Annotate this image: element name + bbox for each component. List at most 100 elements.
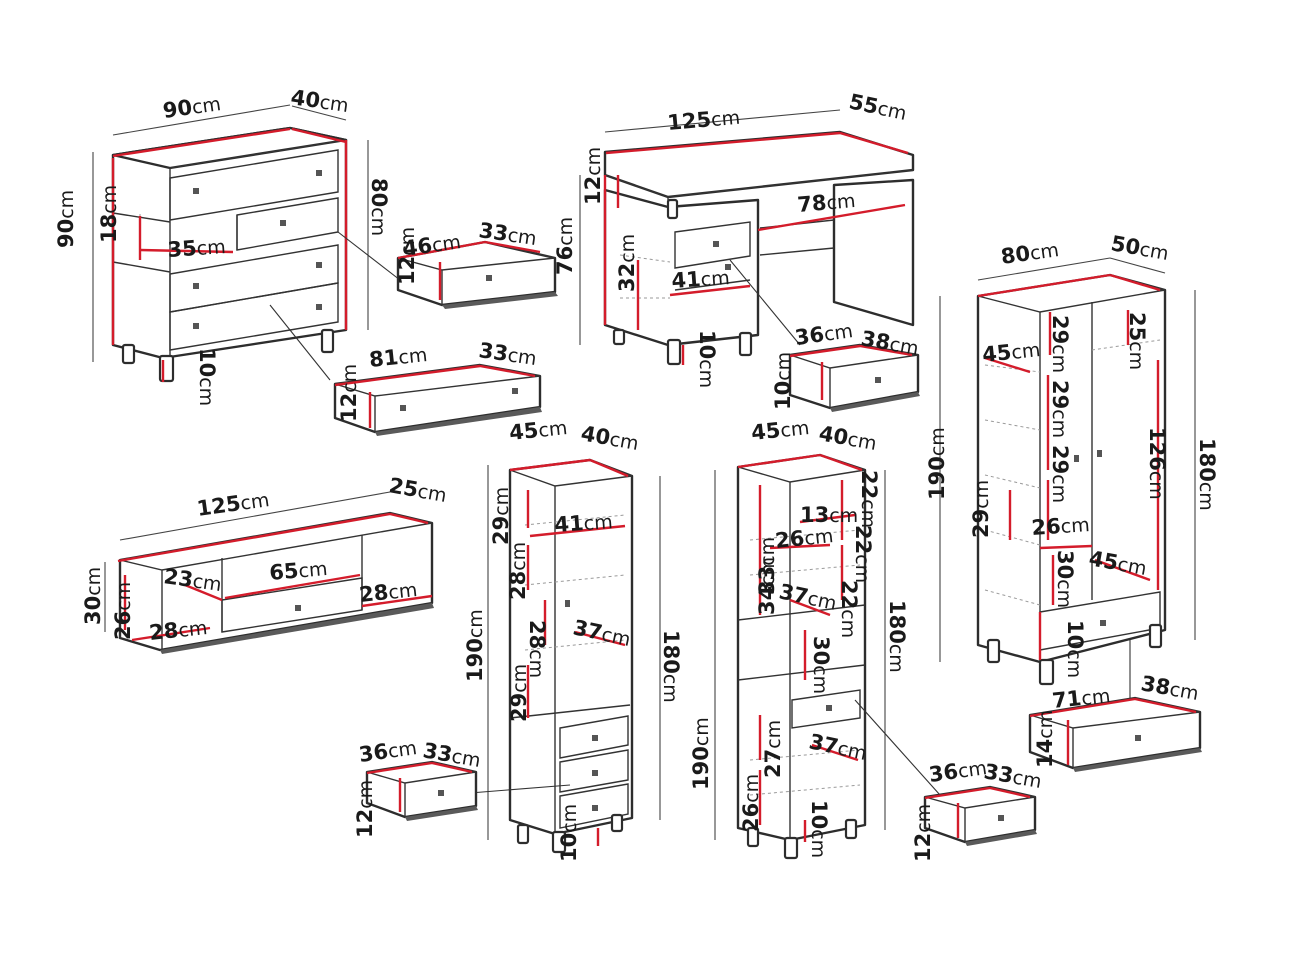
dimension-unit: cm <box>608 428 640 455</box>
dimension-label: 71cm <box>1051 683 1111 713</box>
chest-of-drawers <box>92 104 401 383</box>
dimension-value: 22 <box>857 470 881 499</box>
dimension-label: 12cm <box>337 364 361 422</box>
dimension-label: 190cm <box>689 717 713 790</box>
dimension-unit: cm <box>779 417 810 442</box>
dimension-unit: cm <box>465 609 487 638</box>
dimension-unit: cm <box>1145 471 1167 500</box>
dimension-label: 40cm <box>817 421 878 455</box>
dimension-value: 10 <box>557 833 581 862</box>
dimension-label: 36cm <box>927 755 988 787</box>
dimension-value: 126 <box>1145 427 1169 471</box>
dimension-value: 22 <box>851 525 875 554</box>
dimension-unit: cm <box>506 344 538 370</box>
dimension-value: 28 <box>148 618 180 645</box>
dimension-label: 12cm <box>911 804 935 862</box>
dimension-label: 12cm <box>581 147 605 205</box>
dimension-unit: cm <box>757 537 779 566</box>
dimension-label: 25cm <box>387 473 448 507</box>
dimension-value: 26 <box>111 611 135 640</box>
dimension-value: 180 <box>885 600 909 644</box>
dimension-unit: cm <box>1010 339 1041 364</box>
dimension-label: 10cm <box>807 800 831 858</box>
dimension-label: 36cm <box>793 318 854 350</box>
dimension-label: 190cm <box>925 427 949 500</box>
dimension-label: 41cm <box>554 509 614 537</box>
dimension-label: 29cm <box>489 487 513 545</box>
dimension-unit: cm <box>1029 239 1061 265</box>
dimension-label: 28cm <box>506 542 530 600</box>
dimension-value: 90 <box>161 95 193 123</box>
bookcase-right <box>714 453 941 860</box>
dimension-label: 125cm <box>666 105 741 135</box>
dimension-value: 33 <box>477 218 509 246</box>
dimension-unit: cm <box>617 234 639 263</box>
dimension-unit: cm <box>1060 514 1090 538</box>
dimension-value: 180 <box>659 630 683 674</box>
dimension-unit: cm <box>851 554 873 583</box>
dimension-unit: cm <box>659 674 681 703</box>
dimension-unit: cm <box>113 582 135 611</box>
dimension-value: 12 <box>395 256 419 285</box>
dimension-value: 25 <box>1125 312 1149 341</box>
dimension-value: 29 <box>507 693 531 722</box>
dimension-label: 10cm <box>695 330 719 388</box>
dimension-unit: cm <box>1011 766 1043 793</box>
dimension-label: 80cm <box>999 237 1060 269</box>
chest-drawer-1 <box>169 149 339 221</box>
dimension-value: 22 <box>837 580 861 609</box>
dimension-value: 90 <box>54 219 78 248</box>
dimension-value: 10 <box>771 381 795 410</box>
bookcase-right-drawer-detail <box>923 785 1037 846</box>
dimension-unit: cm <box>1048 344 1070 373</box>
dimension-unit: cm <box>191 570 223 596</box>
dimension-label: 33cm <box>421 738 482 772</box>
dimension-label: 45cm <box>1087 546 1148 580</box>
dimension-value: 26 <box>1031 514 1062 540</box>
dimension-value: 29 <box>969 509 993 538</box>
dimension-unit: cm <box>1063 649 1085 678</box>
dimension-label: 35cm <box>167 234 227 262</box>
dimension-label: 10cm <box>557 804 581 862</box>
dimension-label: 33cm <box>477 218 538 250</box>
dimension-label: 23cm <box>162 564 223 596</box>
dimension-unit: cm <box>741 774 763 803</box>
dimension-label: 45cm <box>750 415 810 445</box>
dimension-unit: cm <box>809 665 831 694</box>
dimension-value: 33 <box>755 566 779 595</box>
dimension-unit: cm <box>555 217 577 246</box>
dimension-unit: cm <box>846 428 878 455</box>
dimension-label: 38cm <box>1139 671 1200 705</box>
dimension-unit: cm <box>763 720 785 749</box>
dimension-unit: cm <box>387 737 419 763</box>
dimension-value: 41 <box>671 267 702 293</box>
dimension-value: 36 <box>357 739 389 767</box>
dimension-unit: cm <box>99 185 121 214</box>
dimension-label: 90cm <box>54 190 78 248</box>
dimension-label: 28cm <box>525 620 549 678</box>
dimension-label: 180cm <box>1195 438 1219 511</box>
dimension-unit: cm <box>583 511 613 535</box>
dimension-label: 36cm <box>357 735 418 767</box>
dimension-value: 35 <box>167 236 198 262</box>
dimension-label: 76cm <box>553 217 577 275</box>
dimension-value: 34 <box>755 586 779 615</box>
dimension-value: 45 <box>981 340 1013 367</box>
dimension-unit: cm <box>537 417 568 442</box>
dimension-label: 25cm <box>1125 312 1149 370</box>
dimension-unit: cm <box>431 231 463 257</box>
dimension-label: 80cm <box>367 178 391 236</box>
dimension-label: 33cm <box>982 759 1043 793</box>
dimension-label: 34cm <box>755 557 779 615</box>
dimension-unit: cm <box>339 364 361 393</box>
dimension-value: 33 <box>982 759 1015 788</box>
dimension-value: 71 <box>1051 686 1083 713</box>
dimension-unit: cm <box>1080 685 1111 710</box>
dimension-label: 81cm <box>368 342 428 372</box>
dimension-label: 29cm <box>969 480 993 538</box>
dimension-label: 28cm <box>358 577 418 607</box>
dimension-label: 12cm <box>353 780 377 838</box>
dimension-value: 125 <box>195 491 242 521</box>
dimension-value: 46 <box>401 233 433 261</box>
